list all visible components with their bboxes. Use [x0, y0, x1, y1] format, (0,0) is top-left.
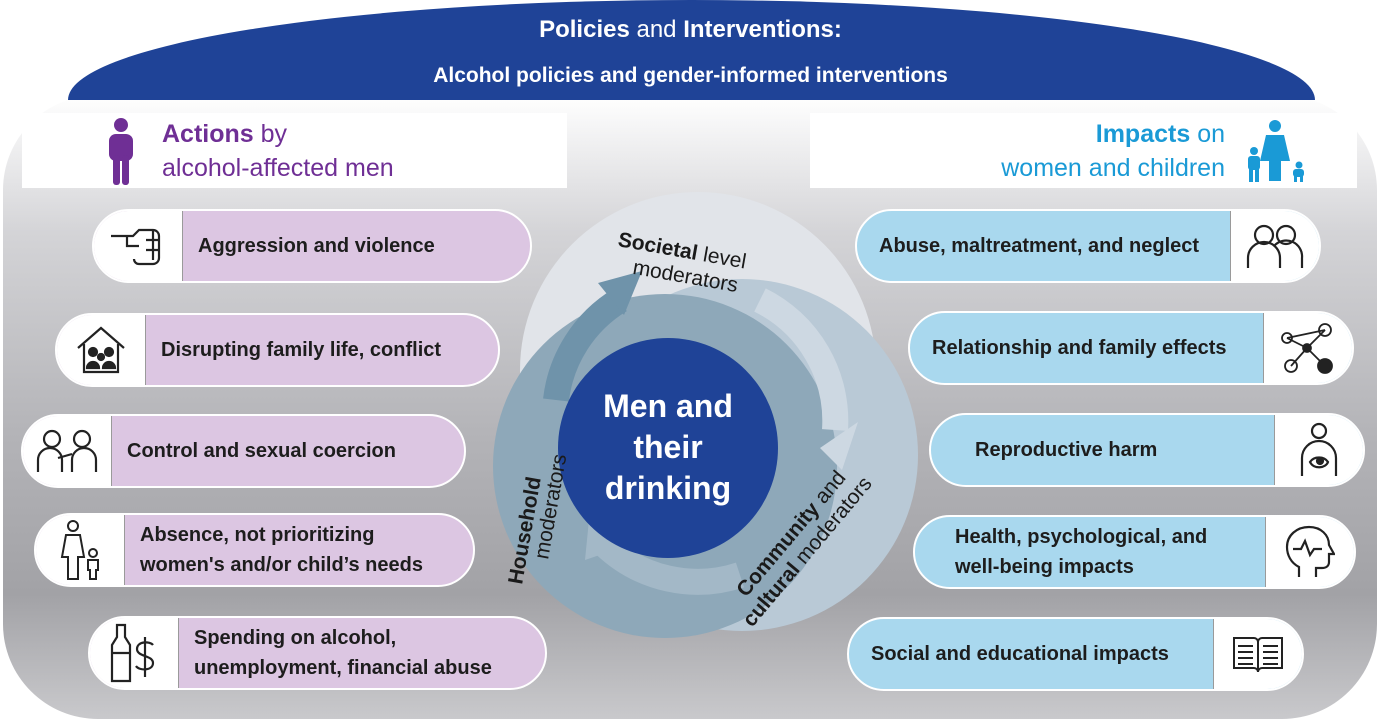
- impact-reproductive: Reproductive harm: [929, 413, 1365, 487]
- action-aggression: Aggression and violence: [92, 209, 532, 283]
- fist-icon: [94, 211, 183, 281]
- impact-label: Relationship and family effects: [932, 337, 1227, 359]
- woman-children-icon: [1248, 120, 1304, 182]
- impact-label: Abuse, maltreatment, and neglect: [879, 235, 1200, 257]
- impacts-header: Impacts on women and children: [810, 113, 1357, 188]
- impact-label: Social and educational impacts: [871, 643, 1169, 665]
- action-disrupting: Disrupting family life, conflict: [55, 313, 500, 387]
- open-book-icon: [1213, 619, 1302, 689]
- two-people-icon: [23, 416, 112, 486]
- action-label: Disrupting family life, conflict: [161, 339, 442, 361]
- impact-abuse: Abuse, maltreatment, and neglect: [855, 209, 1321, 283]
- impact-label: Reproductive harm: [975, 439, 1158, 461]
- action-control: Control and sexual coercion: [21, 414, 466, 488]
- banner-subtitle: Alcohol policies and gender-informed int…: [433, 64, 948, 87]
- action-label: Control and sexual coercion: [127, 440, 396, 462]
- pregnancy-icon: [1274, 415, 1363, 485]
- impact-relationship: Relationship and family effects: [908, 311, 1354, 385]
- actions-heading: Actions by alcohol-affected men: [162, 120, 394, 182]
- action-label: Spending on alcohol,unemployment, financ…: [194, 627, 492, 679]
- network-icon: [1263, 313, 1352, 383]
- center-label: Men and their drinking: [603, 388, 733, 506]
- action-label: Aggression and violence: [198, 235, 435, 257]
- head-pulse-icon: [1265, 517, 1354, 587]
- people-icon: [1230, 211, 1319, 281]
- impact-social: Social and educational impacts: [847, 617, 1304, 691]
- banner-title: Policies and Interventions:: [539, 16, 842, 43]
- man-icon: [109, 118, 133, 185]
- mother-child-icon: [36, 515, 125, 585]
- impacts-heading: Impacts on women and children: [1001, 120, 1225, 182]
- bottle-dollar-icon: [90, 618, 179, 688]
- house-family-icon: [57, 315, 146, 385]
- actions-header: Actions by alcohol-affected men: [22, 113, 567, 188]
- action-spending: Spending on alcohol,unemployment, financ…: [88, 616, 547, 690]
